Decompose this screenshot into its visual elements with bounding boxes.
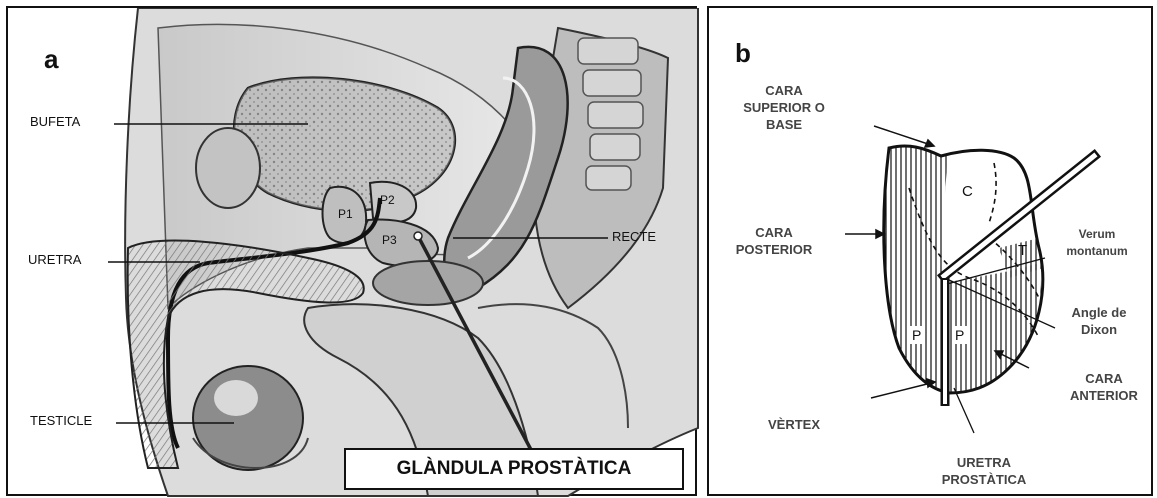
label-testicle: TESTICLE [30, 413, 92, 428]
caption-glandula-prostatica: GLÀNDULA PROSTÀTICA [344, 448, 684, 490]
label-bufeta: BUFETA [30, 114, 80, 129]
caption-text: GLÀNDULA PROSTÀTICA [397, 458, 632, 480]
label-uretra: URETRA [28, 252, 81, 267]
label-angle-line2: Dixon [1049, 321, 1149, 338]
arrow-cara-superior [874, 126, 934, 146]
label-angle-dixon: Angle de Dixon [1049, 304, 1149, 338]
label-uretra-prostatica-line1: URETRA [924, 454, 1044, 471]
label-cara-superior-line1: CARA [719, 82, 849, 99]
label-verum-montanum: Verum montanum [1047, 226, 1147, 260]
leader-uretra-prostatica [954, 388, 974, 433]
label-cara-anterior-line1: CARA [1059, 370, 1149, 387]
label-cara-superior-line3: BASE [719, 116, 849, 133]
label-uretra-prostatica-line2: PROSTÀTICA [924, 471, 1044, 488]
label-cara-superior-line2: SUPERIOR O [719, 99, 849, 116]
label-verum-line2: montanum [1047, 243, 1147, 260]
label-recte: RECTE [612, 229, 656, 244]
panel-a: P1 P2 P3 a BUFETA URETRA TESTICLE RECTE … [6, 6, 697, 496]
anatomy-illustration: P1 P2 P3 [8, 8, 699, 498]
zone-c-label: C [962, 183, 973, 200]
lobe-label-p2: P2 [380, 193, 395, 207]
panel-b-letter: b [735, 38, 751, 69]
panel-a-letter: a [44, 44, 58, 75]
arrow-vertex [871, 383, 931, 398]
label-uretra-prostatica: URETRA PROSTÀTICA [924, 454, 1044, 488]
zone-p-left-label: P [912, 327, 921, 343]
label-cara-anterior: CARA ANTERIOR [1059, 370, 1149, 404]
label-cara-superior: CARA SUPERIOR O BASE [719, 82, 849, 133]
label-cara-posterior-line2: POSTERIOR [719, 241, 829, 258]
zone-p-right-label: P [955, 327, 964, 343]
label-cara-posterior-line1: CARA [719, 224, 829, 241]
zone-t-label: T [1018, 242, 1027, 259]
zone-posterior-hatch [879, 138, 949, 408]
lobe-label-p1: P1 [338, 207, 353, 221]
label-cara-anterior-line2: ANTERIOR [1059, 387, 1149, 404]
label-cara-posterior: CARA POSTERIOR [719, 224, 829, 258]
label-verum-line1: Verum [1047, 226, 1147, 243]
label-angle-line1: Angle de [1049, 304, 1149, 321]
label-vertex: VÈRTEX [739, 416, 849, 433]
panel-b: C T P P b CARA SUPERIOR O BASE CARA POST… [707, 6, 1153, 496]
lobe-label-p3: P3 [382, 233, 397, 247]
